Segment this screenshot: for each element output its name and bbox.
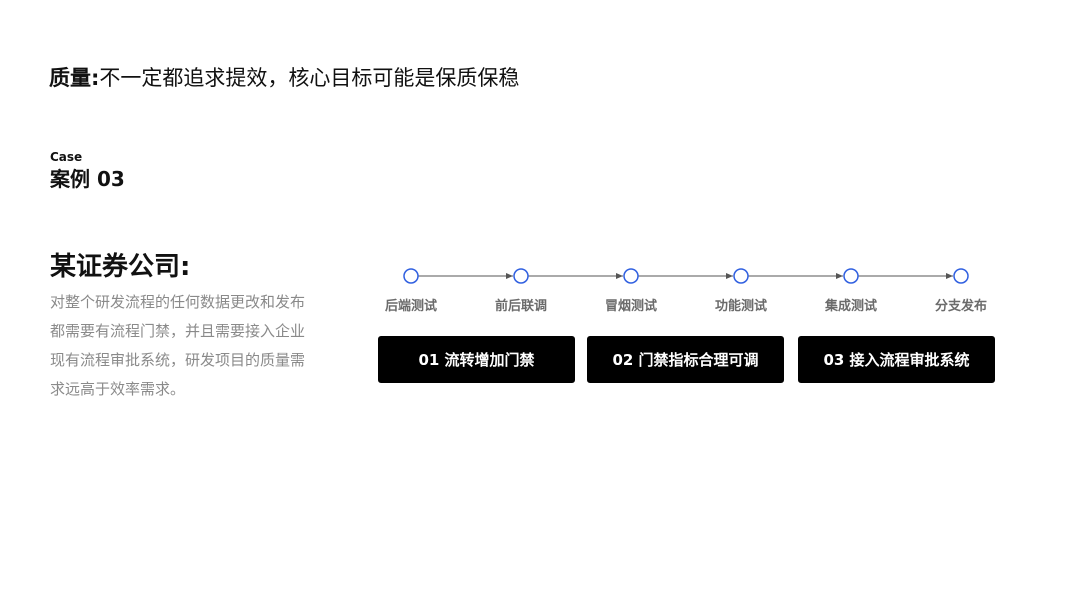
flow-stage-label-4: 功能测试 bbox=[714, 299, 767, 314]
headline-text: 不一定都追求提效，核心目标可能是保质保稳 bbox=[99, 66, 520, 90]
flow-node-5 bbox=[843, 268, 859, 284]
step-card-1: 01 流转增加门禁 bbox=[378, 336, 575, 383]
case-label-en: Case bbox=[50, 150, 83, 164]
company-description: 对整个研发流程的任何数据更改和发布都需要有流程门禁，并且需要接入企业现有流程审批… bbox=[50, 293, 306, 398]
step-card-3: 03 接入流程审批系统 bbox=[798, 336, 995, 383]
headline: 质量:不一定都追求提效，核心目标可能是保质保稳 bbox=[49, 63, 519, 93]
flow-stage-label-3: 冒烟测试 bbox=[604, 299, 657, 314]
flow-node-3 bbox=[623, 268, 639, 284]
company-title: 某证券公司: bbox=[50, 252, 191, 282]
process-flow: 后端测试 前后联调 冒烟测试 功能测试 集成测试 分支发布 bbox=[370, 260, 1010, 320]
flow-stage-label-5: 集成测试 bbox=[824, 299, 877, 314]
step-card-3-label: 03 接入流程审批系统 bbox=[823, 351, 970, 369]
headline-label: 质量: bbox=[49, 66, 100, 90]
flow-stage-label-2: 前后联调 bbox=[494, 299, 547, 314]
flow-node-1 bbox=[403, 268, 419, 284]
flow-node-6 bbox=[953, 268, 969, 284]
flow-node-4 bbox=[733, 268, 749, 284]
flow-stage-label-1: 后端测试 bbox=[384, 299, 437, 314]
flow-stage-label-6: 分支发布 bbox=[934, 299, 987, 314]
step-card-1-label: 01 流转增加门禁 bbox=[418, 351, 535, 369]
case-label-cn: 案例 03 bbox=[50, 167, 125, 191]
process-flow-diagram bbox=[403, 268, 969, 284]
step-card-2: 02 门禁指标合理可调 bbox=[587, 336, 784, 383]
step-card-2-label: 02 门禁指标合理可调 bbox=[612, 351, 759, 369]
flow-node-2 bbox=[513, 268, 529, 284]
